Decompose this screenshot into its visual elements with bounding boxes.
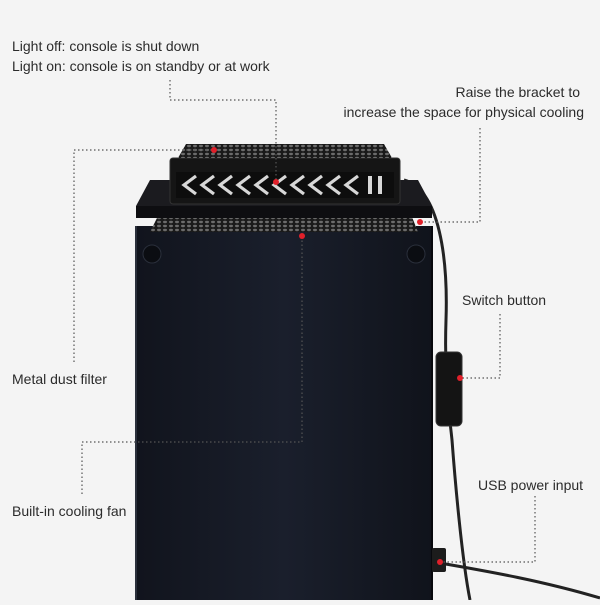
leader-switch	[460, 314, 501, 379]
leader-lines	[73, 80, 536, 563]
usb-cable-lower	[439, 561, 600, 600]
label-metal-dust-filter: Metal dust filter	[12, 371, 107, 387]
switch-button	[435, 351, 463, 427]
marker-switch	[457, 375, 463, 381]
label-light-off: Light off: console is shut down	[12, 38, 200, 54]
label-light-on: Light on: console is on standby or at wo…	[12, 58, 270, 74]
arrow-light-strip	[176, 172, 394, 198]
label-raise-bracket-line2: increase the space for physical cooling	[343, 104, 584, 120]
label-usb-power-input: USB power input	[478, 477, 584, 493]
console-body	[136, 226, 432, 600]
marker-dots	[211, 147, 463, 565]
leader-light	[169, 80, 277, 182]
label-switch-button: Switch button	[462, 292, 547, 308]
marker-usb	[437, 559, 443, 565]
console-foot-left	[142, 244, 162, 264]
leader-usb	[440, 496, 536, 563]
label-built-in-cooling-fan: Built-in cooling fan	[12, 503, 127, 519]
marker-filter	[211, 147, 217, 153]
marker-bracket	[417, 219, 423, 225]
label-raise-bracket-line1: Raise the bracket to	[455, 84, 580, 100]
marker-fan	[299, 233, 305, 239]
console-foot-right	[406, 244, 426, 264]
leader-filter	[73, 149, 214, 362]
marker-light	[273, 179, 279, 185]
